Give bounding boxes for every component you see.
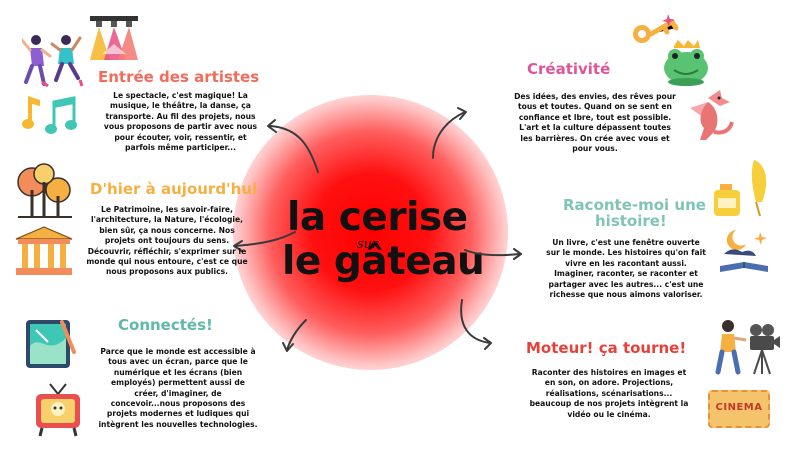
heading-moteur: Moteur! ça tourne! [526,339,687,357]
tablet-drawing-icon [26,320,76,368]
center-title-line1: la cerise [287,195,468,240]
red-glow-background [233,95,508,370]
arrow-moteur [460,299,491,344]
heading-hier-aujourdhui: D'hier à aujourd'hui [90,180,258,198]
retro-tv-icon [36,383,80,437]
center-title-line2: le gâteau [282,239,485,284]
heading-raconte-line2: histoire! [595,212,667,230]
inkwell-quill-icon [714,160,767,217]
music-notes-icon [22,96,77,134]
center-title-sur: sur [357,237,379,252]
monument-icon [15,226,73,275]
night-sky-book-icon [720,230,768,272]
trees-icon [17,163,72,218]
filmmaker-icon [715,320,780,375]
text-hier-aujourdhui: Le Patrimoine, les savoir-faire,l'archit… [86,205,248,277]
arrow-hier [234,231,296,247]
arrow-artistes [269,125,319,173]
magic-key-icon [633,14,679,43]
dragon-icon [690,90,734,140]
cinema-ticket-icon: CINEMA [708,390,770,428]
stage-lights-icon [90,16,138,60]
arrow-connectes [286,319,307,351]
frog-prince-icon [664,40,708,86]
heading-creativite: Créativité [527,60,611,78]
heading-connectes: Connectés! [118,316,213,334]
cinema-ticket-label: CINEMA [715,402,763,413]
dancers-icon [22,35,84,88]
heading-entree-des-artistes: Entrée des artistes [98,68,260,86]
arrow-raconte [464,249,521,257]
arrow-creativite [432,111,466,159]
heading-raconte-line1: Raconte-moi une [563,196,706,214]
